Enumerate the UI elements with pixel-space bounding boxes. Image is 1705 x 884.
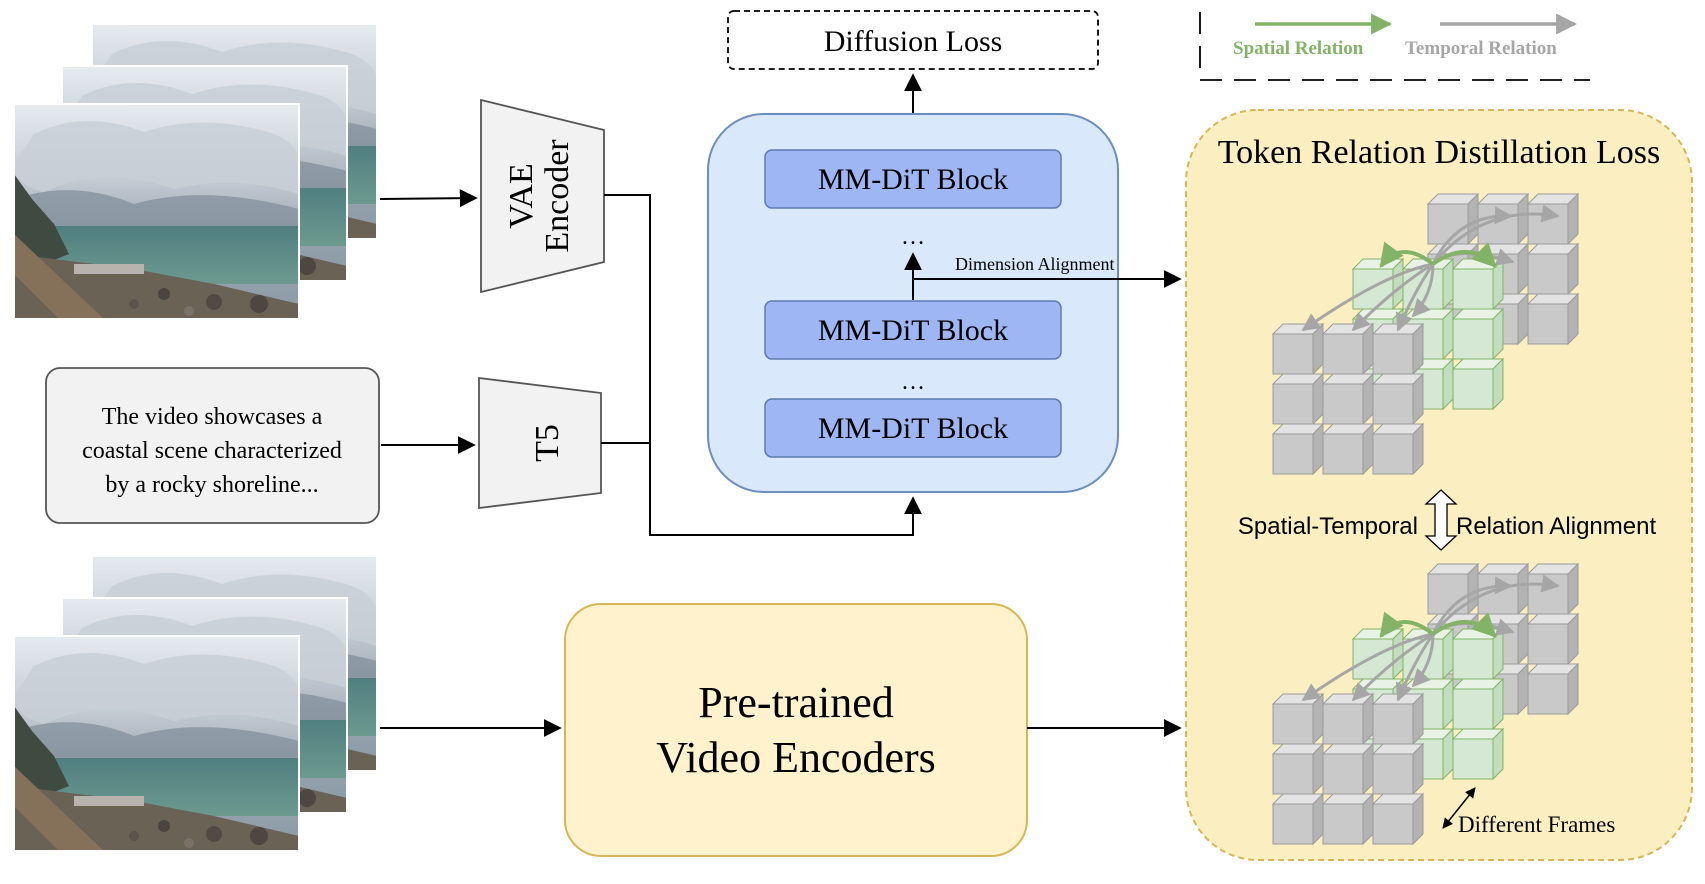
pretrained-line-2: Video Encoders (656, 733, 936, 782)
mm-dit-block-middle: MM-DiT Block (764, 300, 1062, 360)
vae-label-line1: VAE (503, 163, 540, 229)
mm-dit-block-top-label: MM-DiT Block (818, 163, 1008, 196)
pretrained-line-1: Pre-trained (698, 678, 893, 727)
mm-dit-panel: MM-DiT Block … MM-DiT Block … MM-DiT Blo… (707, 113, 1119, 493)
pretrained-encoders-box: Pre-trained Video Encoders (564, 603, 1028, 857)
prompt-line-1: The video showcases a (102, 404, 323, 430)
mm-dit-block-middle-label: MM-DiT Block (818, 314, 1008, 347)
dit-ellipsis-bottom: … (901, 369, 925, 395)
diffusion-loss-node: Diffusion Loss (727, 10, 1099, 70)
legend-spatial-label: Spatial Relation (1233, 38, 1364, 59)
dimension-alignment-label: Dimension Alignment (955, 254, 1115, 274)
legend: Spatial Relation Temporal Relation (1199, 12, 1590, 81)
vae-label-line2: Encoder (539, 139, 576, 253)
t5-encoder: T5 (478, 376, 602, 510)
mm-dit-block-top: MM-DiT Block (764, 149, 1062, 209)
input-video-frames (13, 23, 378, 320)
alignment-double-arrow (1424, 489, 1458, 551)
alignment-left-label: Spatial-Temporal (1238, 513, 1418, 540)
legend-temporal-label: Temporal Relation (1405, 38, 1557, 59)
teacher-video-frames (13, 555, 378, 852)
different-frames-arrow (1442, 787, 1476, 829)
vae-to-dit-arrow (604, 194, 922, 536)
prompt-line-2: coastal scene characterized (82, 438, 342, 464)
t5-label: T5 (529, 424, 566, 462)
dit-ellipsis-top: … (901, 224, 925, 250)
text-prompt-box: The video showcases a coastal scene char… (45, 367, 380, 524)
distillation-panel: Token Relation Distillation Loss Spatial… (1185, 109, 1693, 861)
prompt-line-3: by a rocky shoreline... (105, 472, 318, 498)
mm-dit-block-bottom: MM-DiT Block (764, 398, 1062, 458)
distillation-title: Token Relation Distillation Loss (1218, 134, 1660, 171)
vae-encoder: VAE Encoder (480, 98, 605, 294)
mm-dit-block-bottom-label: MM-DiT Block (818, 412, 1008, 445)
different-frames-label: Different Frames (1458, 812, 1615, 837)
connectors: Dimension Alignment (379, 73, 1182, 737)
diffusion-loss-label: Diffusion Loss (824, 25, 1003, 58)
frames-to-vae-arrow (379, 189, 478, 208)
alignment-right-label: Relation Alignment (1456, 513, 1656, 540)
